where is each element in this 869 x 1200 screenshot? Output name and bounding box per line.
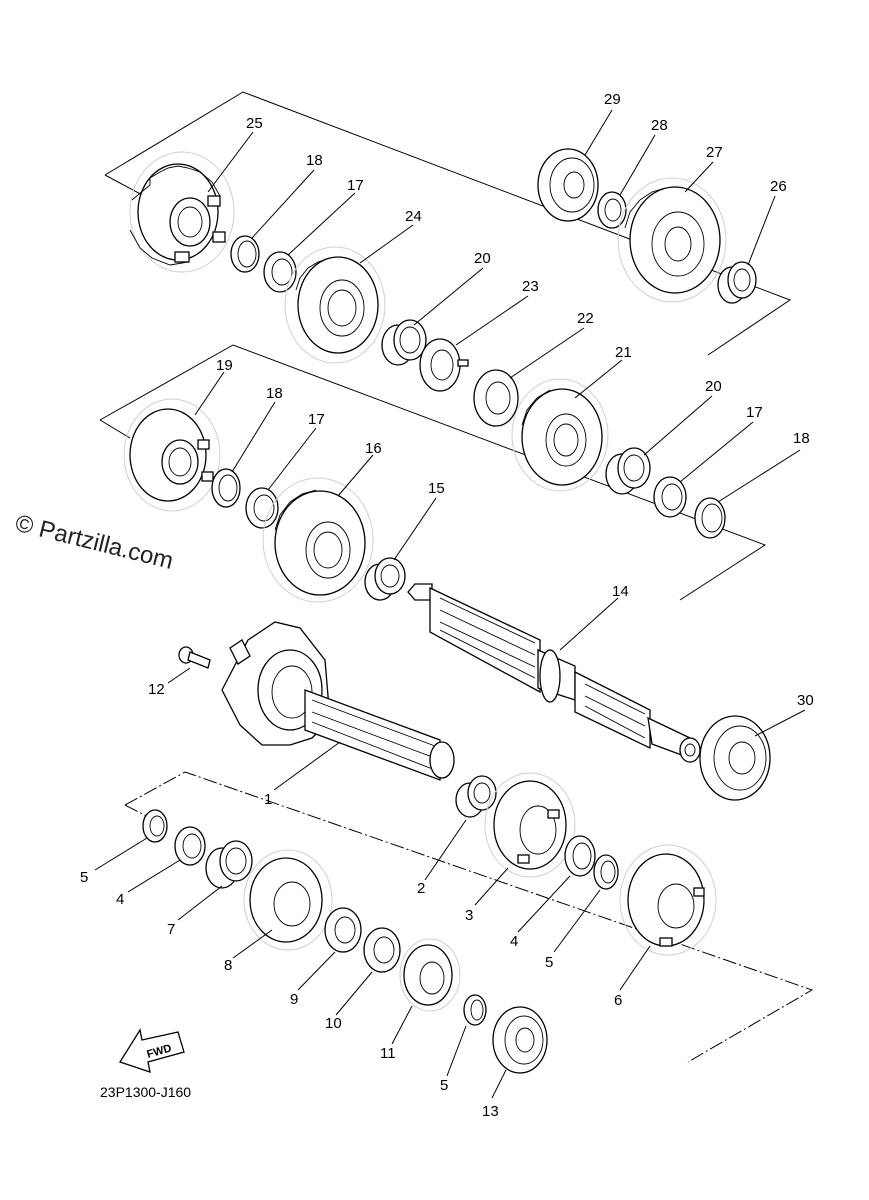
part-2-bushing[interactable]: [455, 775, 497, 818]
leader-lines: [94, 109, 806, 1099]
callout-26[interactable]: 26: [770, 178, 787, 195]
callout-3[interactable]: 3: [465, 907, 473, 924]
callout-6[interactable]: 6: [614, 992, 622, 1009]
callout-12[interactable]: 12: [148, 681, 165, 698]
callouts: 25 18 17 24 20 23 22 21 29 28 27 26 19 1…: [80, 91, 814, 1120]
part-13-bearing[interactable]: [492, 1006, 548, 1074]
callout-21[interactable]: 21: [615, 344, 632, 361]
callout-5-right[interactable]: 5: [545, 954, 553, 971]
callout-17-top[interactable]: 17: [347, 177, 364, 194]
callout-4-left[interactable]: 4: [116, 891, 124, 908]
callout-5-bottom[interactable]: 5: [440, 1077, 448, 1094]
part-16-gear[interactable]: [262, 477, 374, 603]
callout-15[interactable]: 15: [428, 480, 445, 497]
callout-25[interactable]: 25: [246, 115, 263, 132]
part-24-gear[interactable]: [284, 246, 386, 364]
part-30-bearing[interactable]: [699, 715, 771, 801]
callout-11[interactable]: 11: [380, 1045, 396, 1062]
part-5-circlip-left[interactable]: [142, 809, 168, 843]
callout-19[interactable]: 19: [216, 357, 233, 374]
callout-1[interactable]: 1: [264, 791, 272, 808]
part-4-washer-left[interactable]: [174, 826, 206, 866]
callout-18-right[interactable]: 18: [793, 430, 810, 447]
part-12-bolt[interactable]: [178, 646, 211, 669]
callout-27[interactable]: 27: [706, 144, 723, 161]
group-boundaries: [99, 91, 814, 1063]
part-18-circlip-mid[interactable]: [211, 468, 241, 508]
callout-14[interactable]: 14: [612, 583, 629, 600]
part-17-washer-right[interactable]: [653, 476, 687, 518]
callout-18-mid[interactable]: 18: [266, 385, 283, 402]
callout-16[interactable]: 16: [365, 440, 382, 457]
callout-17-right[interactable]: 17: [746, 404, 763, 421]
callout-18-top[interactable]: 18: [306, 152, 323, 169]
part-18-circlip-right[interactable]: [694, 497, 726, 539]
part-1-main-axle[interactable]: [221, 621, 455, 781]
callout-13[interactable]: 13: [482, 1103, 499, 1120]
callout-23[interactable]: 23: [522, 278, 539, 295]
callout-22[interactable]: 22: [577, 310, 594, 327]
callout-8[interactable]: 8: [224, 957, 232, 974]
watermark: © Partzilla.com: [13, 510, 176, 575]
callout-30[interactable]: 30: [797, 692, 814, 709]
fwd-arrow-icon: FWD: [119, 1028, 185, 1073]
part-3-gear[interactable]: [484, 772, 576, 878]
part-5-circlip-right[interactable]: [593, 854, 619, 890]
part-27-gear[interactable]: [617, 177, 727, 303]
part-22-washer[interactable]: [473, 369, 519, 427]
part-5-circlip-bottom[interactable]: [463, 994, 487, 1026]
part-8-gear[interactable]: [243, 849, 333, 951]
part-14-drive-axle[interactable]: [407, 583, 701, 763]
callout-2[interactable]: 2: [417, 880, 425, 897]
callout-20-mid[interactable]: 20: [705, 378, 722, 395]
callout-24[interactable]: 24: [405, 208, 422, 225]
part-18-circlip-top[interactable]: [230, 235, 260, 273]
part-20-bearing-top[interactable]: [381, 319, 427, 366]
part-6-gear[interactable]: [619, 844, 717, 956]
callout-9[interactable]: 9: [290, 991, 298, 1008]
part-21-gear[interactable]: [511, 378, 609, 492]
diagram-code: 23P1300-J160: [100, 1084, 191, 1100]
part-15-bushing[interactable]: [364, 557, 406, 601]
callout-5-left[interactable]: 5: [80, 869, 88, 886]
callout-4-right[interactable]: 4: [510, 933, 518, 950]
part-26-bushing[interactable]: [717, 261, 757, 304]
part-9-lock-washer[interactable]: [324, 907, 362, 953]
part-19-gear[interactable]: [123, 398, 221, 512]
callout-29[interactable]: 29: [604, 91, 621, 108]
callout-10[interactable]: 10: [325, 1015, 342, 1032]
part-20-bearing-mid[interactable]: [605, 447, 651, 495]
part-7-bearing[interactable]: [205, 840, 253, 889]
callout-17-mid[interactable]: 17: [308, 411, 325, 428]
part-11-gear[interactable]: [399, 938, 461, 1012]
part-4-washer-right[interactable]: [564, 835, 596, 877]
part-25-gear[interactable]: [129, 151, 235, 273]
callout-7[interactable]: 7: [167, 921, 175, 938]
callout-20-top[interactable]: 20: [474, 250, 491, 267]
part-10-washer[interactable]: [363, 927, 401, 973]
part-17-washer-mid[interactable]: [245, 487, 279, 529]
callout-28[interactable]: 28: [651, 117, 668, 134]
part-28-spacer[interactable]: [597, 191, 627, 229]
part-17-washer-top[interactable]: [263, 251, 297, 293]
part-23-lock-washer[interactable]: [419, 338, 469, 392]
part-29-bearing[interactable]: [537, 148, 599, 222]
